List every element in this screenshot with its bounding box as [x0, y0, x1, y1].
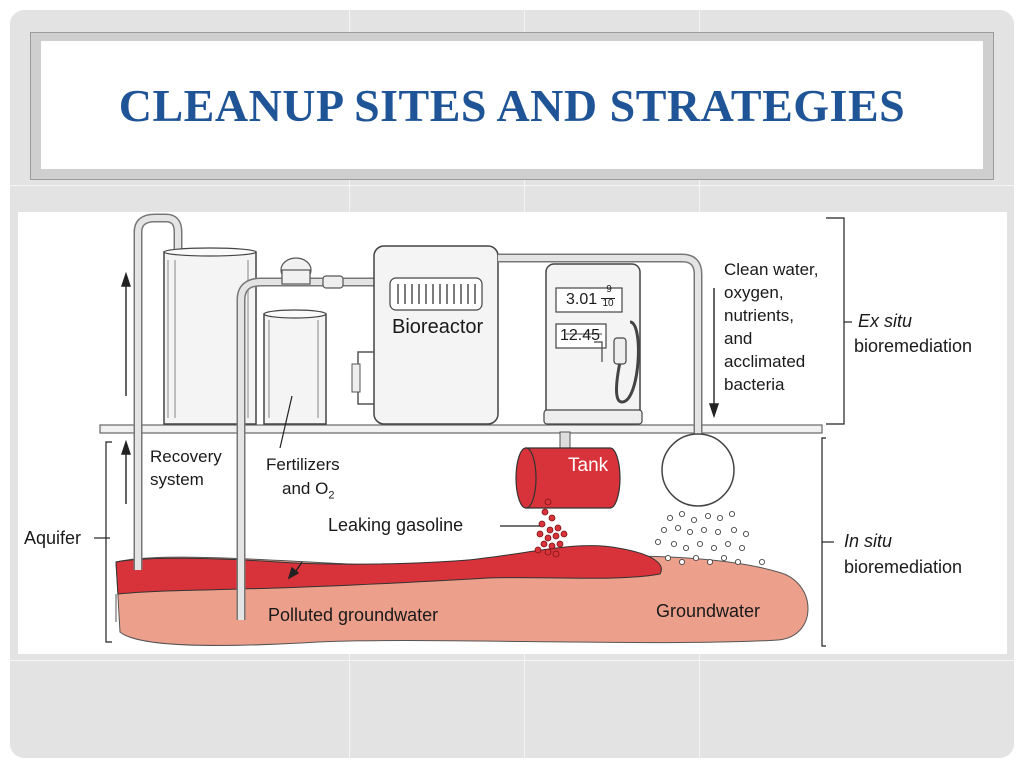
fertilizer-leader — [279, 395, 293, 449]
injection-bulb — [661, 433, 735, 507]
up-arrow — [121, 271, 131, 396]
aquifer-bracket — [105, 441, 112, 643]
fertilizer-tank — [263, 313, 327, 425]
diagram-drawing — [94, 213, 852, 647]
ex-situ-label: Ex situ — [858, 311, 913, 331]
aquifer-label: Aquifer — [24, 528, 82, 548]
clean-water-label: bacteria — [724, 375, 785, 394]
fertilizers-label: and O2 — [282, 479, 335, 502]
grid-line — [10, 185, 1014, 186]
ex-situ-bracket — [826, 217, 845, 425]
slide-title: CLEANUP SITES AND STRATEGIES — [118, 79, 906, 131]
price-display — [555, 287, 623, 313]
title-box: CLEANUP SITES AND STRATEGIES — [41, 41, 983, 169]
bioremediation-diagram: Bioreactor 3.01 9 10 12.45 Tank Clean wa… — [18, 212, 1007, 654]
clean-water-label: Clean water, — [724, 260, 819, 279]
recovery-system-label: Recovery — [150, 447, 222, 466]
clean-water-label: acclimated — [724, 352, 806, 371]
price-value: 3.01 — [566, 291, 598, 308]
amount-display — [555, 323, 607, 349]
pointer-arrow — [287, 561, 303, 580]
amount-value: 12.45 — [560, 327, 601, 344]
price-fraction-numerator: 9 — [606, 284, 612, 295]
ground-surface — [99, 424, 823, 434]
fertilizers-label: Fertilizers — [266, 455, 340, 474]
polluted-groundwater-layer — [115, 545, 662, 595]
in-situ-label: bioremediation — [844, 557, 963, 577]
recovery-system-label: system — [150, 470, 204, 489]
clean-water-label: and — [724, 329, 753, 348]
price-fraction-denominator: 10 — [601, 298, 615, 309]
leaking-gasoline-label: Leaking gasoline — [328, 515, 464, 535]
clean-water-label: nutrients, — [724, 306, 794, 325]
in-situ-label: In situ — [844, 531, 893, 551]
tank-label: Tank — [568, 455, 609, 476]
underground-tank — [525, 447, 621, 509]
clean-water-label: oxygen, — [724, 283, 784, 302]
groundwater-label: Groundwater — [656, 601, 761, 621]
ex-situ-label: bioremediation — [854, 336, 973, 356]
polluted-groundwater-label: Polluted groundwater — [268, 605, 439, 625]
oxygen-bubbles — [654, 510, 766, 566]
down-arrow — [709, 288, 719, 419]
gasoline-droplets — [534, 498, 568, 558]
bioreactor-label: Bioreactor — [392, 316, 484, 338]
pump-hose — [615, 320, 640, 404]
up-arrow — [121, 439, 131, 504]
grid-line — [10, 660, 1014, 661]
title-frame: CLEANUP SITES AND STRATEGIES — [30, 32, 994, 180]
